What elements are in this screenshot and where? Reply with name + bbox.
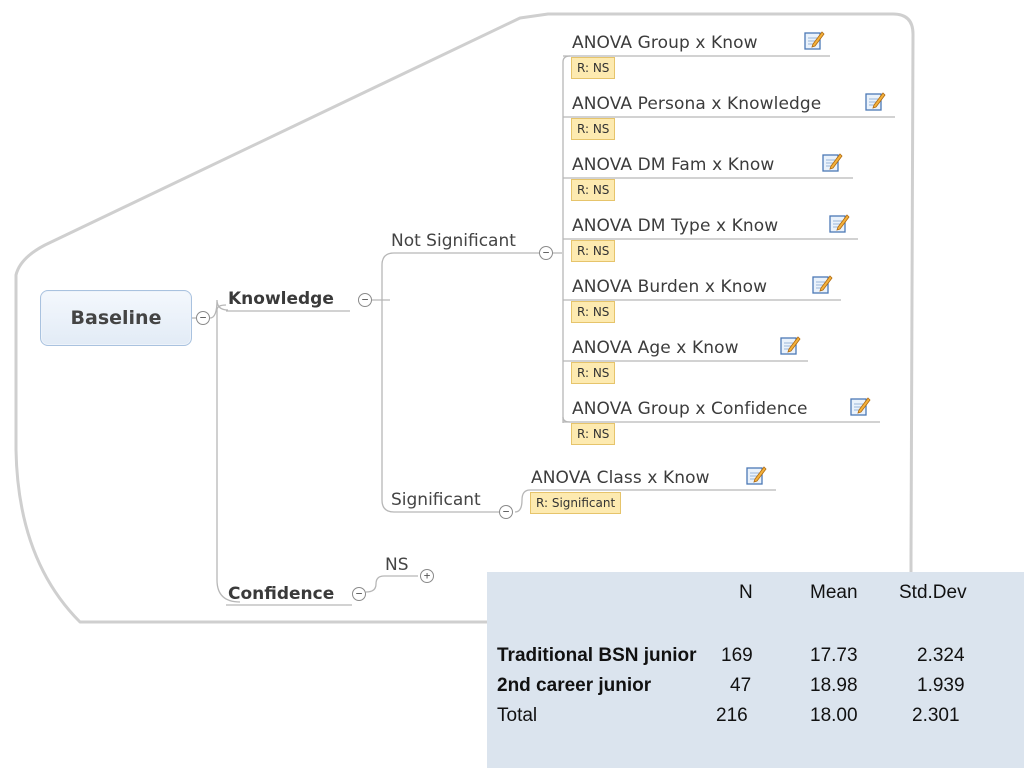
node-anova-burden-know[interactable]: ANOVA Burden x Know: [572, 277, 768, 297]
collapse-icon[interactable]: −: [352, 587, 366, 601]
node-anova-class-know[interactable]: ANOVA Class x Know: [531, 468, 710, 488]
note-icon[interactable]: [864, 90, 886, 112]
result-label: R: NS: [571, 240, 616, 262]
table-cell-n: 216: [716, 705, 748, 726]
note-icon[interactable]: [745, 464, 767, 486]
node-not-significant[interactable]: Not Significant: [391, 231, 516, 251]
table-cell-n: 47: [730, 675, 752, 696]
table-row-label: 2nd career junior: [497, 675, 652, 696]
collapse-icon[interactable]: −: [196, 311, 210, 325]
note-icon[interactable]: [779, 334, 801, 356]
table-cell-sd: 1.939: [917, 675, 965, 696]
table-header-stddev: Std.Dev: [899, 582, 967, 603]
node-confidence[interactable]: Confidence: [228, 584, 335, 604]
result-label: R: Significant: [530, 492, 622, 514]
node-significant[interactable]: Significant: [391, 490, 481, 510]
collapse-icon[interactable]: −: [358, 293, 372, 307]
note-icon[interactable]: [821, 151, 843, 173]
table-cell-mean: 18.98: [810, 675, 858, 696]
note-icon[interactable]: [811, 273, 833, 295]
node-anova-persona-knowledge[interactable]: ANOVA Persona x Knowledge: [572, 94, 822, 114]
note-icon[interactable]: [849, 395, 871, 417]
table-cell-n: 169: [721, 645, 753, 666]
table-cell-sd: 2.324: [917, 645, 965, 666]
result-label: R: NS: [571, 423, 616, 445]
node-ns[interactable]: NS: [385, 555, 409, 575]
table-header-n: N: [739, 582, 753, 603]
root-node-label: Baseline: [70, 307, 162, 329]
note-icon[interactable]: [803, 29, 825, 51]
node-anova-age-know[interactable]: ANOVA Age x Know: [572, 338, 739, 358]
node-anova-dm-fam-know[interactable]: ANOVA DM Fam x Know: [572, 155, 775, 175]
collapse-icon[interactable]: −: [499, 505, 513, 519]
result-label: R: NS: [571, 57, 616, 79]
result-label: R: NS: [571, 362, 616, 384]
note-icon[interactable]: [828, 212, 850, 234]
table-cell-mean: 18.00: [810, 705, 858, 726]
table-row-label: Traditional BSN junior: [497, 645, 697, 666]
node-anova-group-know[interactable]: ANOVA Group x Know: [572, 33, 758, 53]
node-anova-dm-type-know[interactable]: ANOVA DM Type x Know: [572, 216, 779, 236]
root-node-baseline[interactable]: Baseline: [40, 290, 192, 346]
statistics-table: N Mean Std.Dev Traditional BSN junior 16…: [487, 572, 1024, 768]
result-label: R: NS: [571, 301, 616, 323]
expand-icon[interactable]: +: [420, 569, 434, 583]
table-cell-mean: 17.73: [810, 645, 858, 666]
collapse-icon[interactable]: −: [539, 246, 553, 260]
boundary-shape: [14, 12, 915, 624]
table-header-mean: Mean: [810, 582, 858, 603]
node-knowledge[interactable]: Knowledge: [228, 289, 334, 309]
table-cell-sd: 2.301: [912, 705, 960, 726]
result-label: R: NS: [571, 179, 616, 201]
node-anova-group-confidence[interactable]: ANOVA Group x Confidence: [572, 399, 808, 419]
table-row-label: Total: [497, 705, 538, 726]
result-label: R: NS: [571, 118, 616, 140]
